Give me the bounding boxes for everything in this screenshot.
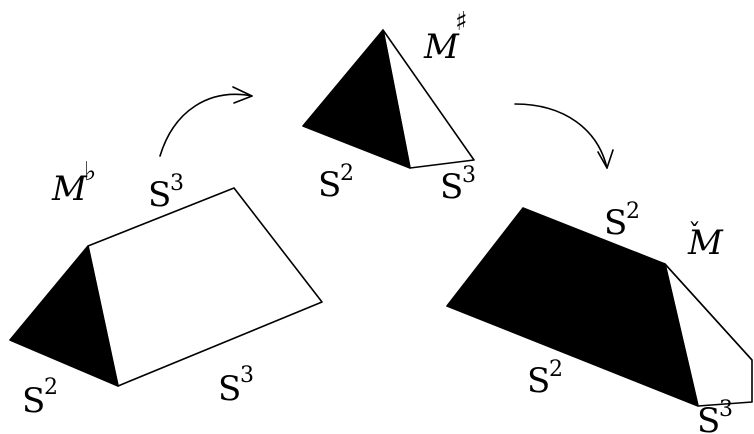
arrow-left-to-middle [159, 86, 253, 157]
label-s2-right-bottom-exp: 2 [549, 357, 563, 382]
label-s3-right: S [697, 401, 720, 434]
m-flat-front-face [9, 245, 119, 387]
m-check-front-face [446, 207, 699, 407]
m-flat-top-face [87, 187, 323, 387]
arrow-head-left [232, 86, 253, 104]
label-s3-middle: S [440, 167, 463, 207]
label-s3-left-top-exp: 3 [170, 171, 184, 196]
arrow-middle-to-right [514, 103, 614, 169]
label-s2-left: S [22, 381, 45, 421]
label-s2-right-top-exp: 2 [626, 199, 640, 224]
label-s2-right-top: S [604, 203, 627, 243]
m-check-right-edge [664, 263, 753, 361]
arrow-head-right [597, 149, 614, 169]
label-s3-left-bottom-exp: 3 [240, 363, 254, 388]
m-sharp-tetrahedron [302, 29, 475, 169]
label-m-flat-symbol: ♭ [84, 157, 96, 187]
m-check-prism [446, 207, 753, 407]
label-m-sharp: M [423, 27, 460, 67]
label-m-sharp-symbol: ♯ [455, 7, 468, 37]
label-s3-middle-exp: 3 [462, 163, 476, 188]
label-s2-middle: S [318, 165, 341, 205]
label-m-check: M [687, 223, 724, 263]
label-s2-left-exp: 2 [44, 375, 58, 400]
label-s2-right-bottom: S [527, 361, 550, 401]
label-m-check-symbol: ˇ [688, 219, 701, 249]
label-s3-right-exp: 3 [719, 397, 733, 422]
m-sharp-left-face [302, 29, 411, 169]
m-flat-prism [9, 187, 323, 387]
label-s3-left-top: S [148, 175, 171, 215]
label-s3-left-bottom: S [218, 369, 241, 409]
label-s2-middle-exp: 2 [340, 161, 354, 186]
label-m-flat: M [51, 169, 88, 209]
